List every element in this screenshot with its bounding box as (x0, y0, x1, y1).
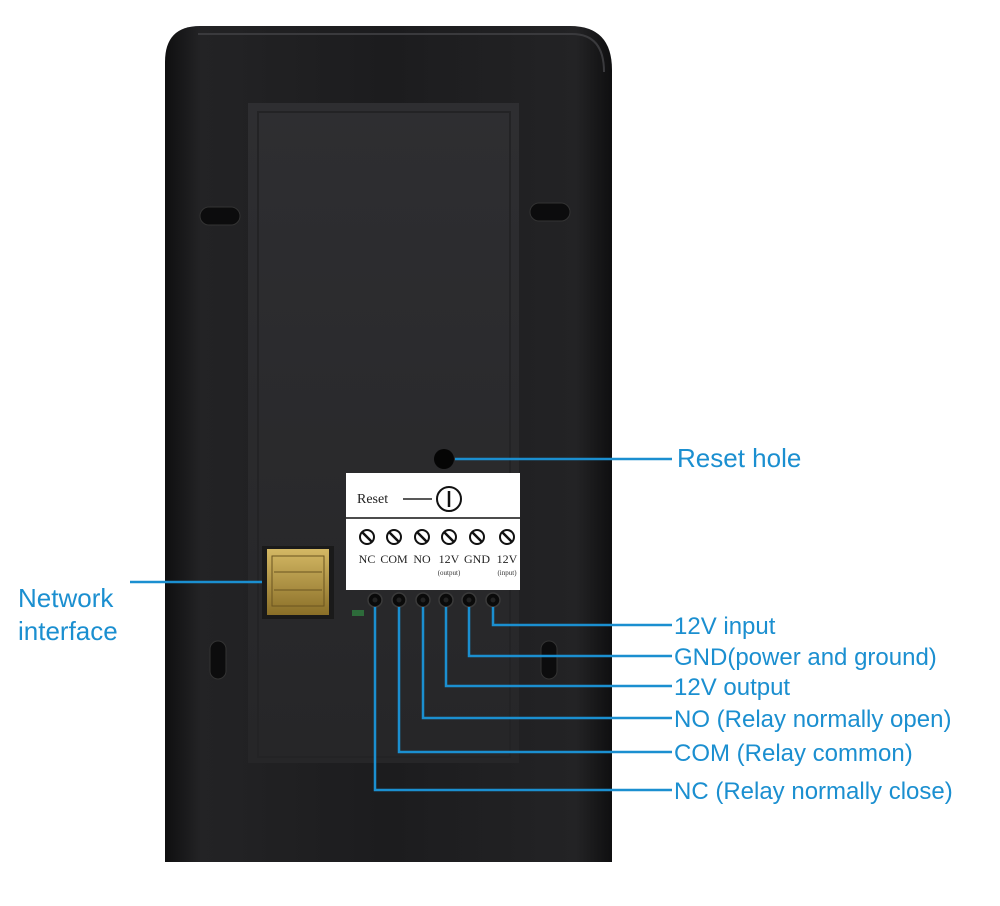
terminal-screw-icon (499, 529, 515, 545)
mounting-slot-top-right (529, 202, 571, 222)
network-port (262, 546, 334, 619)
terminal-texts: NC COM NO 12V (output)GND 12V (input) (359, 552, 518, 577)
terminal-label: NO (413, 552, 431, 566)
wire-label: GND(power and ground) (674, 644, 937, 671)
wire-label: 12V input (674, 613, 776, 640)
reset-label: Reset (357, 492, 388, 507)
reset-hole (434, 449, 454, 469)
terminal-screw-icon (441, 529, 457, 545)
terminal-label: 12V (439, 552, 460, 566)
terminal-screw-icon (469, 529, 485, 545)
terminal-label: COM (380, 552, 408, 566)
terminal-label: NC (359, 552, 376, 566)
12v-output-leader (444, 607, 672, 688)
wire-socket (461, 592, 477, 608)
12v-input-leader (491, 607, 672, 627)
terminal-sublabel: (input) (497, 569, 517, 577)
gnd-leader (467, 607, 672, 658)
mounting-slot-top-left (199, 206, 241, 226)
recessed-panel (248, 103, 519, 763)
wire-socket (485, 592, 501, 608)
terminal-sublabel: (output) (438, 569, 461, 577)
callout-lines (130, 457, 672, 584)
wire-sockets (367, 592, 501, 608)
network-label-line2: interface (18, 616, 118, 646)
device-housing: Reset NC COM NO 12V (output)GND 12V (input) (165, 26, 612, 862)
terminal-label: GND (464, 552, 490, 566)
terminal-label-card (346, 473, 520, 590)
reset-hole-label: Reset hole (677, 443, 801, 473)
housing-edge-highlight (198, 33, 605, 73)
network-label-line1: Network (18, 583, 114, 613)
pcb-edge (352, 610, 364, 616)
terminal-screws (359, 529, 515, 545)
terminal-label: 12V (497, 552, 518, 566)
terminal-screw-icon (414, 529, 430, 545)
wire-label: NO (Relay normally open) (674, 706, 951, 733)
terminal-screw-icon (386, 529, 402, 545)
wire-label: 12V output (674, 674, 790, 701)
wire-socket (367, 592, 383, 608)
no-leader (421, 607, 672, 720)
nc-leader (373, 607, 672, 792)
wire-socket (391, 592, 407, 608)
wire-socket (438, 592, 454, 608)
wire-label: COM (Relay common) (674, 740, 913, 767)
mounting-slot-bottom-left (209, 640, 227, 680)
terminal-screw-icon (359, 529, 375, 545)
reset-button-icon (436, 486, 462, 512)
recessed-panel-inner (257, 111, 511, 758)
mounting-slot-bottom-right (540, 640, 558, 680)
wire-label: NC (Relay normally close) (674, 778, 953, 805)
wire-socket (415, 592, 431, 608)
wire-leaders (373, 607, 672, 792)
com-leader (397, 607, 672, 754)
